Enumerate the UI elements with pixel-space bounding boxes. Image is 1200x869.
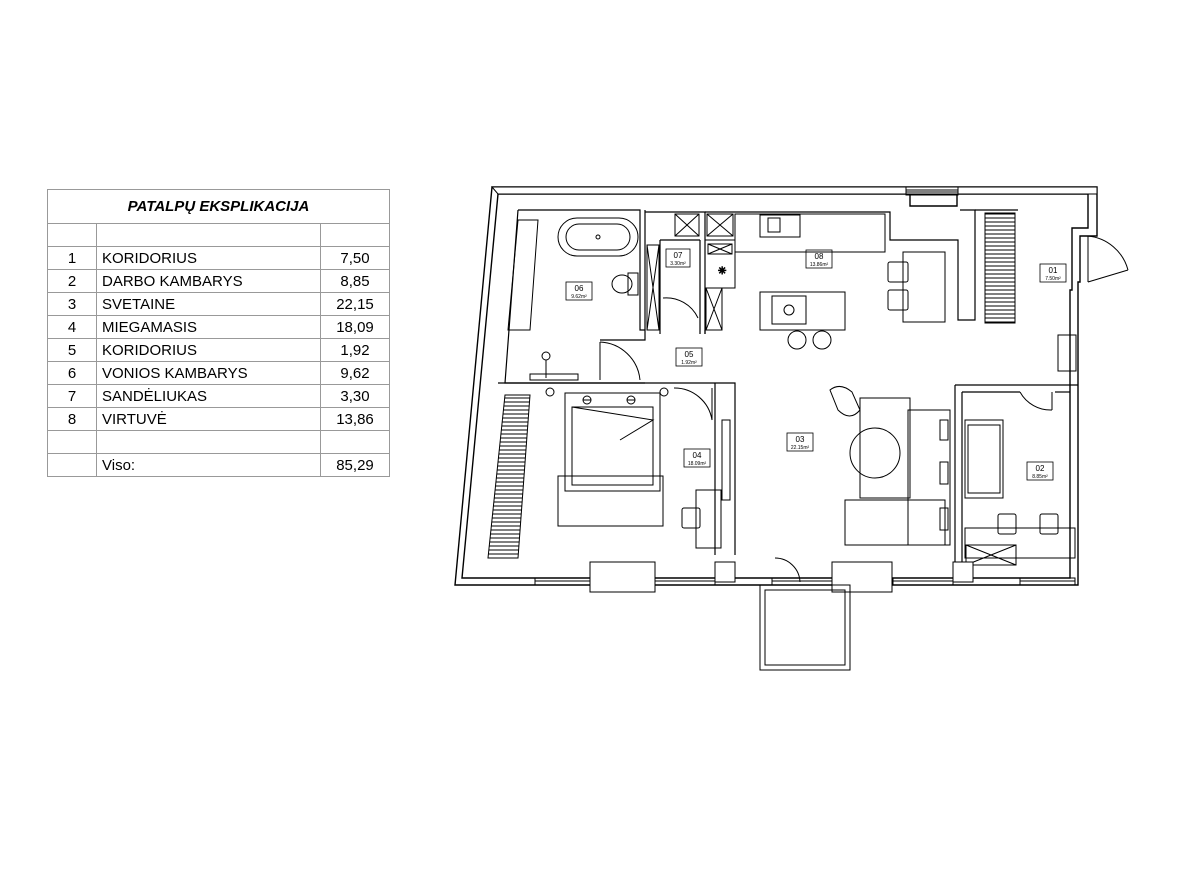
room-label-02-number: 02 <box>1036 464 1045 473</box>
room-label-04-number: 04 <box>693 451 702 460</box>
room-area: 3,30 <box>320 384 390 408</box>
bottom-windows <box>534 561 1076 593</box>
room-label-04-area: 18.09m² <box>688 461 707 467</box>
room-label-06: 06 9.62m² <box>565 281 593 301</box>
office-furniture <box>964 391 1076 566</box>
room-label-01-number: 01 <box>1049 266 1058 275</box>
room-number: 4 <box>47 315 97 339</box>
room-label-08-area: 13.86m² <box>810 262 829 268</box>
room-name: SANDĖLIUKAS <box>96 384 321 408</box>
kitchen-counter: ✳ <box>704 213 946 350</box>
room-label-01: 01 7.50m² <box>1039 263 1067 283</box>
room-area: 8,85 <box>320 269 390 293</box>
wall-fill <box>490 186 1098 195</box>
bathroom-door <box>599 341 641 381</box>
bedroom-furniture <box>545 387 731 549</box>
room-label-07-area: 3.30m² <box>670 261 686 267</box>
room-area: 18,09 <box>320 315 390 339</box>
room-number: 8 <box>47 407 97 431</box>
table-total-row: Viso:85,29 <box>47 453 390 477</box>
room-label-03: 03 22.15m² <box>786 432 814 452</box>
room-label-03-area: 22.15m² <box>791 445 810 451</box>
room-label-07: 07 3.30m² <box>665 248 691 268</box>
bedroom-wardrobe <box>487 394 531 559</box>
room-label-04: 04 18.09m² <box>683 448 711 468</box>
svg-text:✳: ✳ <box>718 266 726 277</box>
room-label-02-area: 8.85m² <box>1032 474 1048 480</box>
room-number: 3 <box>47 292 97 316</box>
total-label: Viso: <box>96 453 321 477</box>
room-label-05-number: 05 <box>685 350 694 359</box>
bathroom-shelf <box>507 219 539 331</box>
room-area: 1,92 <box>320 338 390 362</box>
total-area: 85,29 <box>320 453 390 477</box>
room-label-08-number: 08 <box>815 252 824 261</box>
room-label-06-number: 06 <box>575 284 584 293</box>
room-label-01-area: 7.50m² <box>1045 276 1061 282</box>
toilet <box>611 272 639 296</box>
entrance-door <box>1087 235 1129 283</box>
table-title-row: PATALPŲ EKSPLIKACIJA <box>47 189 390 224</box>
living-furniture <box>829 334 1077 546</box>
window-top <box>905 186 959 196</box>
room-label-05-area: 1.92m² <box>681 360 697 366</box>
room-label-06-area: 9.62m² <box>571 294 587 300</box>
room-label-08: 08 13.86m² <box>805 249 833 269</box>
room-label-03-number: 03 <box>796 435 805 444</box>
room-label-07-number: 07 <box>674 251 683 260</box>
basin <box>529 351 579 381</box>
interior-walls <box>498 209 1078 565</box>
room-label-02: 02 8.85m² <box>1026 461 1054 481</box>
bathtub <box>557 217 639 257</box>
corridor-wardrobe <box>984 212 1016 324</box>
room-name: VONIOS KAMBARYS <box>96 361 321 385</box>
room-area: 9,62 <box>320 361 390 385</box>
room-name: SVETAINE <box>96 292 321 316</box>
room-label-05: 05 1.92m² <box>675 347 703 367</box>
room-area: 22,15 <box>320 292 390 316</box>
table-blank-row <box>47 430 390 454</box>
balcony <box>759 557 851 671</box>
storage-boxes <box>646 213 734 331</box>
room-number: 1 <box>47 246 97 270</box>
table-title: PATALPŲ EKSPLIKACIJA <box>47 189 390 224</box>
room-name: KORIDORIUS <box>96 338 321 362</box>
